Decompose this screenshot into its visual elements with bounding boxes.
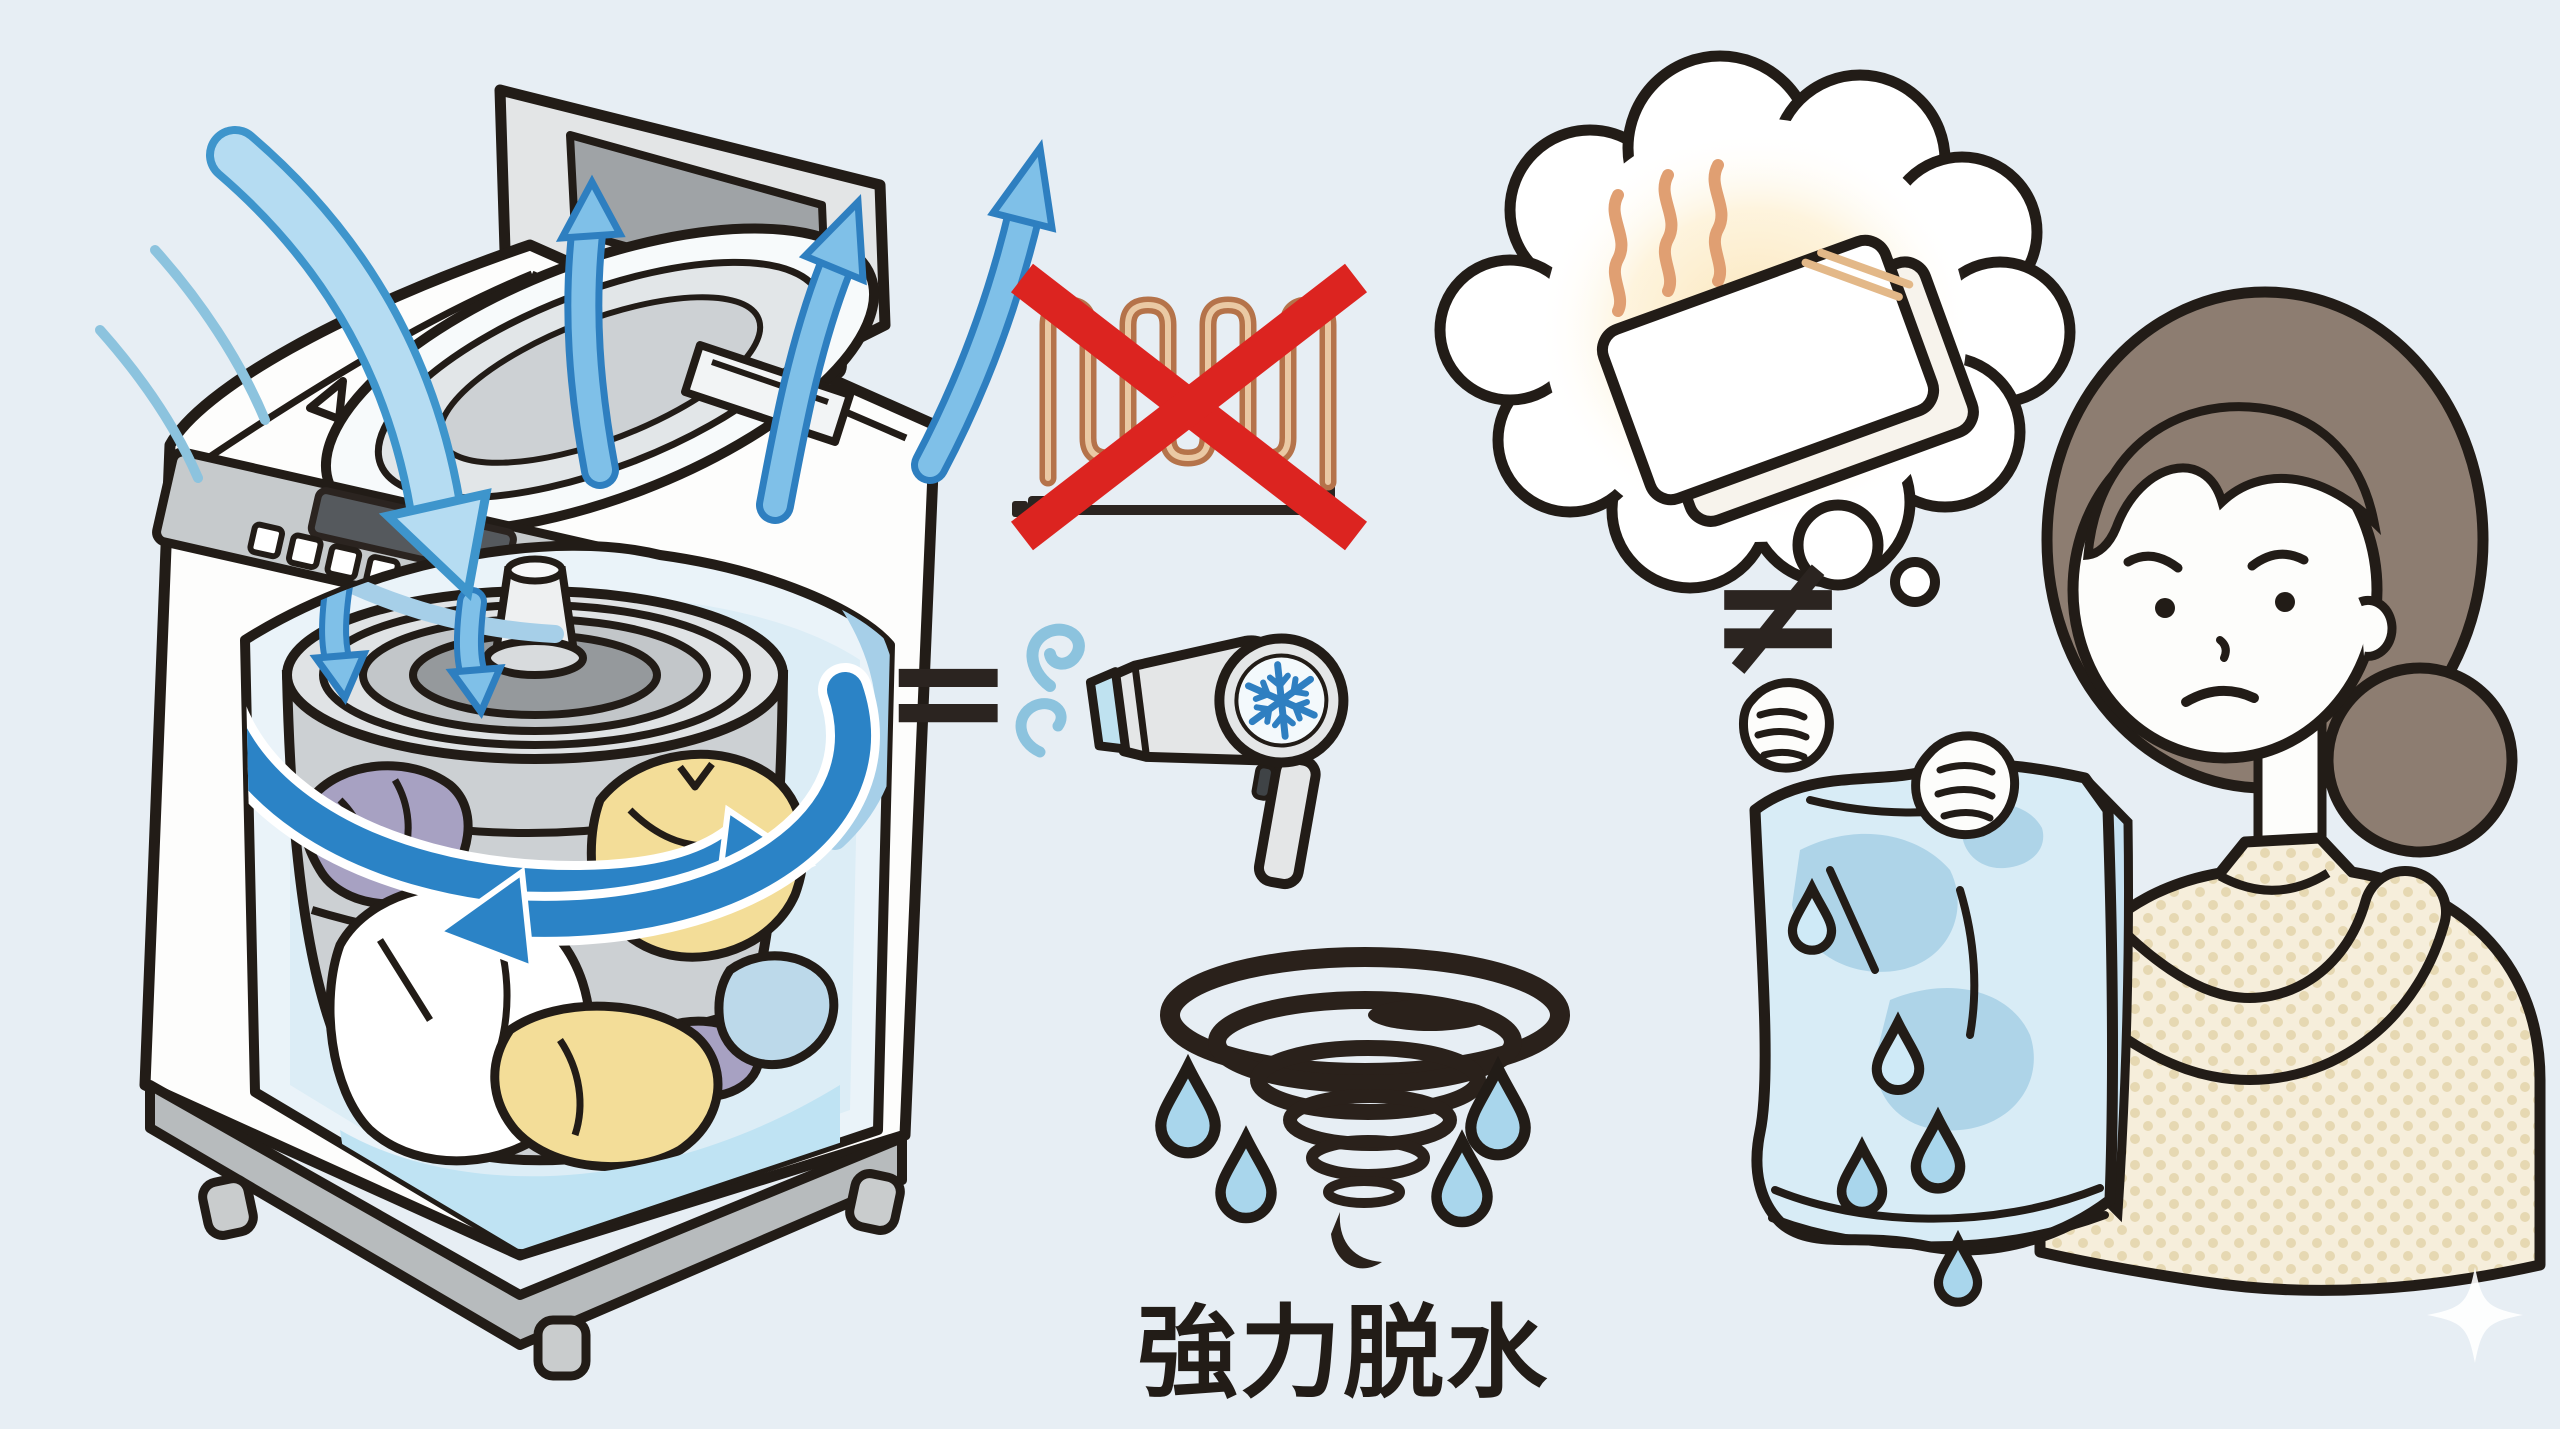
dryer-nozzle — [1085, 667, 1131, 754]
sweater-collar — [2217, 869, 2331, 895]
bubble-trail-small — [1890, 557, 1940, 607]
warning-triangle-mark — [306, 377, 347, 423]
right-eyebrow — [2247, 549, 2309, 571]
red-cross-icon — [1010, 263, 1368, 551]
bubble-trail-large — [1792, 499, 1884, 591]
drum-down-arrow — [309, 570, 506, 720]
wind-icon — [1015, 623, 1085, 758]
left-eyebrow — [2123, 551, 2183, 573]
air-in-arrow — [95, 126, 492, 601]
right-hand — [1739, 678, 1834, 773]
hair-bangs — [2083, 402, 2382, 561]
left-hand — [1911, 731, 2020, 840]
not-equal-sign: ≠ — [1706, 513, 1851, 714]
steam-icon — [1608, 159, 1728, 317]
woman-with-wet-towel — [1739, 286, 2546, 1429]
hair-bun — [2322, 662, 2518, 858]
hair-dryer-icon — [1085, 633, 1349, 890]
left-eye — [2155, 598, 2175, 618]
dryer-button — [1251, 763, 1276, 801]
equals-sign: = — [882, 599, 1015, 783]
air-out-arrow — [555, 138, 1057, 524]
sparkle-icon — [2427, 1267, 2523, 1363]
wet-towel-icon — [1749, 759, 2134, 1256]
tornado-icon — [1100, 947, 1570, 1269]
spin-dry-caption: 強力脱水 — [1136, 1294, 1549, 1412]
thought-bubble — [1434, 50, 2076, 607]
snowflake-icon — [1242, 661, 1320, 740]
washing-machine-illustration — [95, 84, 1057, 1381]
warm-towel-icon — [1596, 234, 1979, 527]
right-eye — [2275, 592, 2295, 612]
frown-mouth — [2181, 685, 2259, 707]
cold-hair-dryer-group — [1015, 623, 1349, 890]
woman-face — [2067, 402, 2397, 764]
face-features — [2123, 549, 2309, 707]
washer-base — [145, 1080, 907, 1381]
nose — [2216, 636, 2230, 662]
no-heat-coil-icon — [1010, 263, 1368, 551]
